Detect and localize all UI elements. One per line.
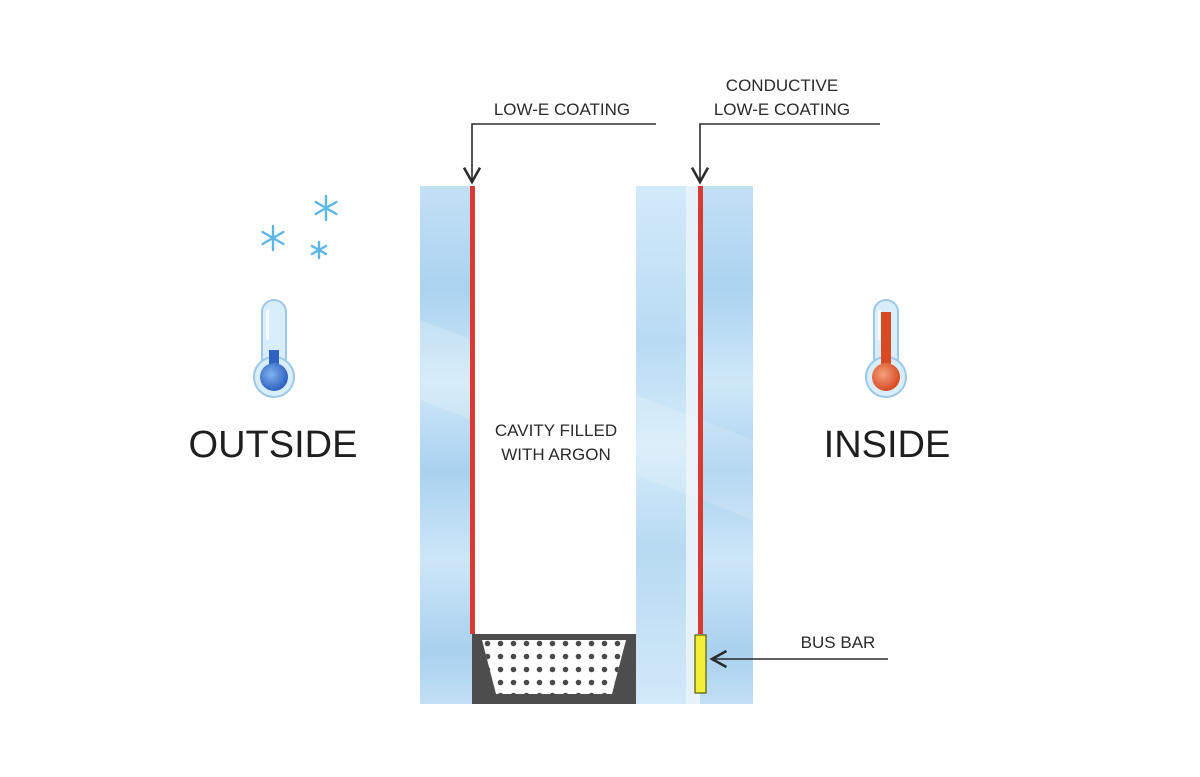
bus-bar-label: BUS BAR [801, 633, 876, 652]
low-e-coating-layer [470, 186, 475, 634]
low-e-coating-label: LOW-E COATING [494, 100, 630, 119]
thermometer-cold-icon [253, 299, 295, 398]
conductive-label-line1: CONDUCTIVE [726, 76, 838, 95]
cavity-label-line1: CAVITY FILLED [495, 421, 617, 440]
outside-label: OUTSIDE [189, 424, 358, 466]
thermometer-warm-icon [865, 299, 907, 398]
snowflake-icon [261, 194, 338, 260]
spacer [472, 634, 636, 704]
conductive-arrow [690, 123, 880, 185]
bus-bar [694, 634, 707, 694]
low-e-arrow [462, 123, 656, 185]
inner-glass-pane [636, 186, 753, 704]
inside-label: INSIDE [824, 424, 951, 466]
outer-glass-pane [420, 186, 472, 704]
cavity-label-line2: WITH ARGON [501, 445, 611, 464]
conductive-label-line2: LOW-E COATING [714, 100, 850, 119]
conductive-coating-layer [698, 186, 703, 634]
